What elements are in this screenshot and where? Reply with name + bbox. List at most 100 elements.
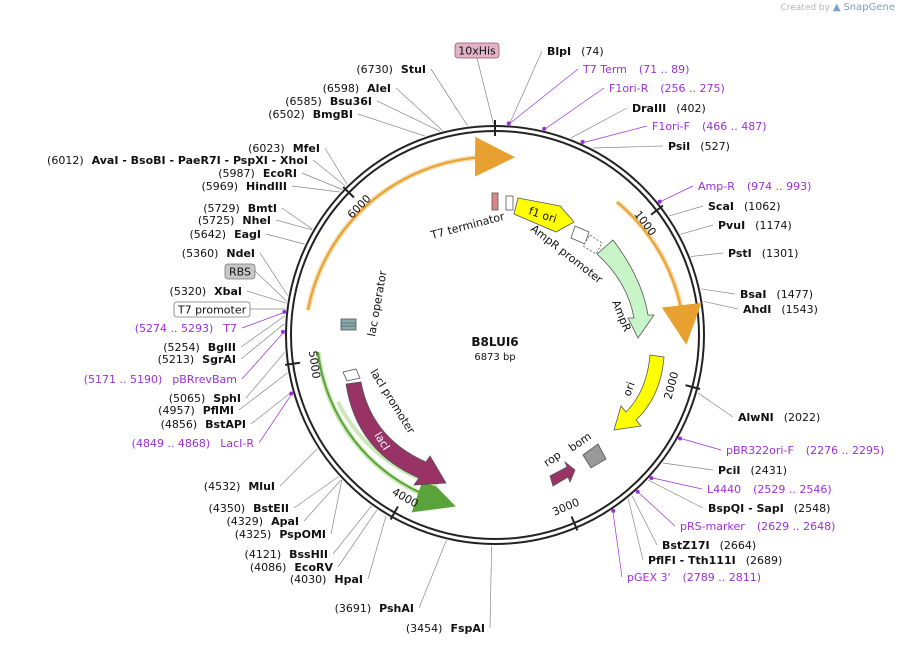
leader-bsteii — [293, 476, 339, 509]
box-label-t7-promoter: T7 promoter — [173, 301, 251, 318]
leader-mlui — [279, 448, 318, 487]
primer-pbr322ori-f: pBR322ori-F(2276 .. 2295) — [726, 444, 884, 457]
primer-site-pbr322ori-f — [678, 436, 682, 441]
leader-blpi — [508, 50, 543, 125]
primer-pbrrevbam: (5171 .. 5190)pBRrevBam — [84, 373, 237, 386]
ampr-promoter-label: AmpR promoter — [528, 222, 605, 286]
enzyme-pspomi: (4325)PspOMI — [235, 528, 326, 541]
enzyme-eagi: (5642)EagI — [190, 228, 261, 241]
leader-primer-pbr322ori-f — [679, 437, 722, 451]
leader-primer-pgex-3- — [612, 510, 623, 578]
enzyme-bmti: (5729)BmtI — [203, 202, 277, 215]
primer-f1ori-f: F1ori-F(466 .. 487) — [652, 120, 767, 133]
leader-primer-pbrrevbam — [241, 331, 285, 380]
leader-xbai — [246, 290, 287, 304]
tick-label-3000: 3000 — [550, 496, 581, 519]
plasmid-size: 6873 bp — [474, 352, 515, 363]
leader-avai-bsobi-paer7i-pspxi-xhoi — [312, 159, 346, 187]
enzyme-sgrai: (5213)SgrAI — [158, 353, 236, 366]
t7-terminator-shape — [491, 192, 499, 211]
primer-site-t7 — [282, 309, 287, 314]
tick-1000 — [650, 204, 664, 216]
enzyme-bmgbi: (6502)BmgBI — [268, 108, 353, 121]
enzyme-xbai: (5320)XbaI — [170, 285, 242, 298]
primer-amp-r: Amp-R(974 .. 993) — [698, 180, 811, 193]
leader-pcii — [662, 462, 714, 471]
primer-pgex-3-: pGEX 3'(2789 .. 2811) — [627, 571, 761, 584]
leader-bmgbi — [357, 113, 425, 137]
leader-apai — [303, 479, 342, 522]
primer-t7-term: T7 Term(71 .. 89) — [582, 63, 689, 76]
leader-alwni — [697, 392, 734, 418]
svg-text:10xHis: 10xHis — [458, 45, 496, 58]
enzyme-pvui: PvuI(1174) — [718, 219, 792, 232]
enzyme-fspai: (3454)FspAI — [406, 622, 485, 635]
enzyme-ahdi: AhdI(1543) — [743, 303, 818, 316]
leader-stui — [430, 68, 468, 126]
enzyme-sphi: (5065)SphI — [169, 392, 241, 405]
enzyme-bsu36i: (6585)Bsu36I — [285, 95, 372, 108]
green-arc-1-core — [317, 351, 434, 499]
primer-site-pgex-3- — [611, 508, 616, 513]
leader-nhei — [275, 219, 313, 231]
leader-pvui — [680, 224, 714, 235]
leader-primer-prs-marker — [636, 490, 676, 527]
primer-site-f1ori-f — [580, 139, 585, 144]
ampr-feature — [596, 239, 655, 339]
ori-label: ori — [621, 380, 638, 398]
leader-ahdi — [703, 300, 739, 310]
leader-primer-f1ori-r — [543, 87, 605, 131]
leader-alei — [395, 87, 443, 131]
tick-label-5000: 5000 — [306, 350, 323, 380]
leader-ndei — [259, 252, 288, 296]
leader-bstapi — [250, 391, 293, 425]
primer-site-pbrrevbam — [281, 329, 285, 334]
leader-primer-f1ori-f — [582, 125, 648, 144]
enzyme-psii: PsiI(527) — [668, 140, 730, 153]
bom-feature — [582, 443, 607, 469]
enzyme-nhei: (5725)NheI — [198, 214, 271, 227]
enzyme-apai: (4329)ApaI — [227, 515, 299, 528]
leader-bglii — [240, 315, 286, 348]
tick-6000 — [342, 186, 355, 199]
leader-bmti — [281, 207, 313, 230]
enzyme-scai: ScaI(1062) — [708, 200, 781, 213]
leader-psti — [690, 252, 724, 257]
credit-prefix: Created by — [780, 3, 830, 13]
leader-sphi — [245, 352, 285, 399]
leader-primer-t7-term — [508, 68, 579, 125]
leader-lines — [238, 50, 739, 629]
enzyme-blpi: BlpI(74) — [547, 45, 604, 58]
leader-ecorv — [337, 509, 378, 568]
leader-primer-l4440 — [650, 477, 703, 490]
enzyme-avai-bsobi-paer7i-pspxi-xhoi: (6012)AvaI - BsoBI - PaeR7I - PspXI - Xh… — [47, 154, 308, 167]
enzyme-ndei: (5360)NdeI — [182, 247, 255, 260]
orange-arc-right-core — [616, 201, 684, 321]
leader-bstz17i — [631, 495, 658, 546]
tick-3000 — [570, 516, 579, 531]
enzyme-pshai: (3691)PshAI — [335, 602, 414, 615]
enzyme-bsai: BsaI(1477) — [740, 288, 813, 301]
leader-fspai — [489, 545, 492, 629]
leader-bsshii — [332, 505, 372, 555]
svg-text:T7 promoter: T7 promoter — [177, 304, 247, 317]
enzyme-hindiii: (5969)HindIII — [201, 180, 287, 193]
primer-t7: (5274 .. 5293)T7 — [135, 322, 237, 335]
t7-terminator-shape-2 — [505, 195, 514, 211]
enzyme-mfei: (6023)MfeI — [248, 142, 320, 155]
leader-bspqi-sapi — [648, 479, 704, 509]
primer-site-f1ori-r — [542, 126, 547, 131]
leader-ecori — [301, 172, 343, 190]
primer-prs-marker: pRS-marker(2629 .. 2648) — [680, 520, 835, 533]
rop-label: rop — [541, 448, 563, 469]
tick-label-6000: 6000 — [345, 192, 374, 221]
primer-l4440: L4440(2529 .. 2546) — [707, 483, 832, 496]
ori-feature — [613, 354, 665, 431]
leader-pflmi — [238, 372, 288, 411]
enzyme-alei: (6598)AleI — [323, 82, 391, 95]
box-label-10xhis: 10xHis — [454, 42, 500, 59]
leader-hpai — [367, 515, 387, 580]
primer-f1ori-r: F1ori-R(256 .. 275) — [609, 82, 725, 95]
leader-pflfi-tth111i — [627, 498, 644, 561]
